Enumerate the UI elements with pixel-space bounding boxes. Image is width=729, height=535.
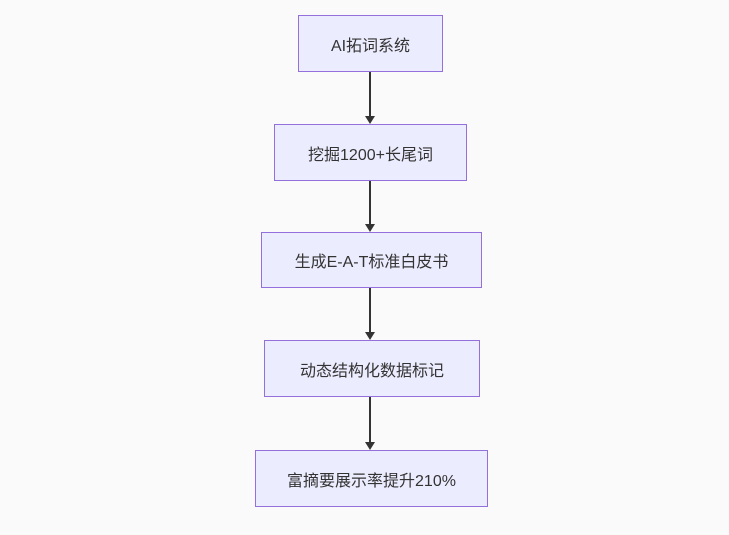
flow-node-label: 生成E-A-T标准白皮书: [294, 254, 449, 271]
arrow-line-2-3: [369, 181, 371, 224]
flow-node-eat-whitepaper: 生成E-A-T标准白皮书: [261, 232, 482, 288]
flow-node-label: 挖掘1200+长尾词: [308, 146, 433, 164]
flow-node-structured-data-markup: 动态结构化数据标记: [264, 340, 480, 397]
flow-node-rich-snippet-result: 富摘要展示率提升210%: [255, 450, 488, 507]
arrow-line-3-4: [369, 288, 371, 332]
arrow-down-icon: [365, 332, 375, 340]
flow-node-longtail-mining: 挖掘1200+长尾词: [274, 124, 467, 181]
arrow-line-4-5: [369, 397, 371, 442]
arrow-down-icon: [365, 224, 375, 232]
flow-node-label: 动态结构化数据标记: [299, 362, 444, 380]
flow-node-ai-expansion-system: AI拓词系统: [298, 15, 443, 72]
arrow-down-icon: [365, 116, 375, 124]
arrow-line-1-2: [369, 72, 371, 117]
arrow-down-icon: [365, 442, 375, 450]
flow-node-label: 富摘要展示率提升210%: [287, 472, 456, 490]
flow-node-label: AI拓词系统: [330, 37, 411, 55]
